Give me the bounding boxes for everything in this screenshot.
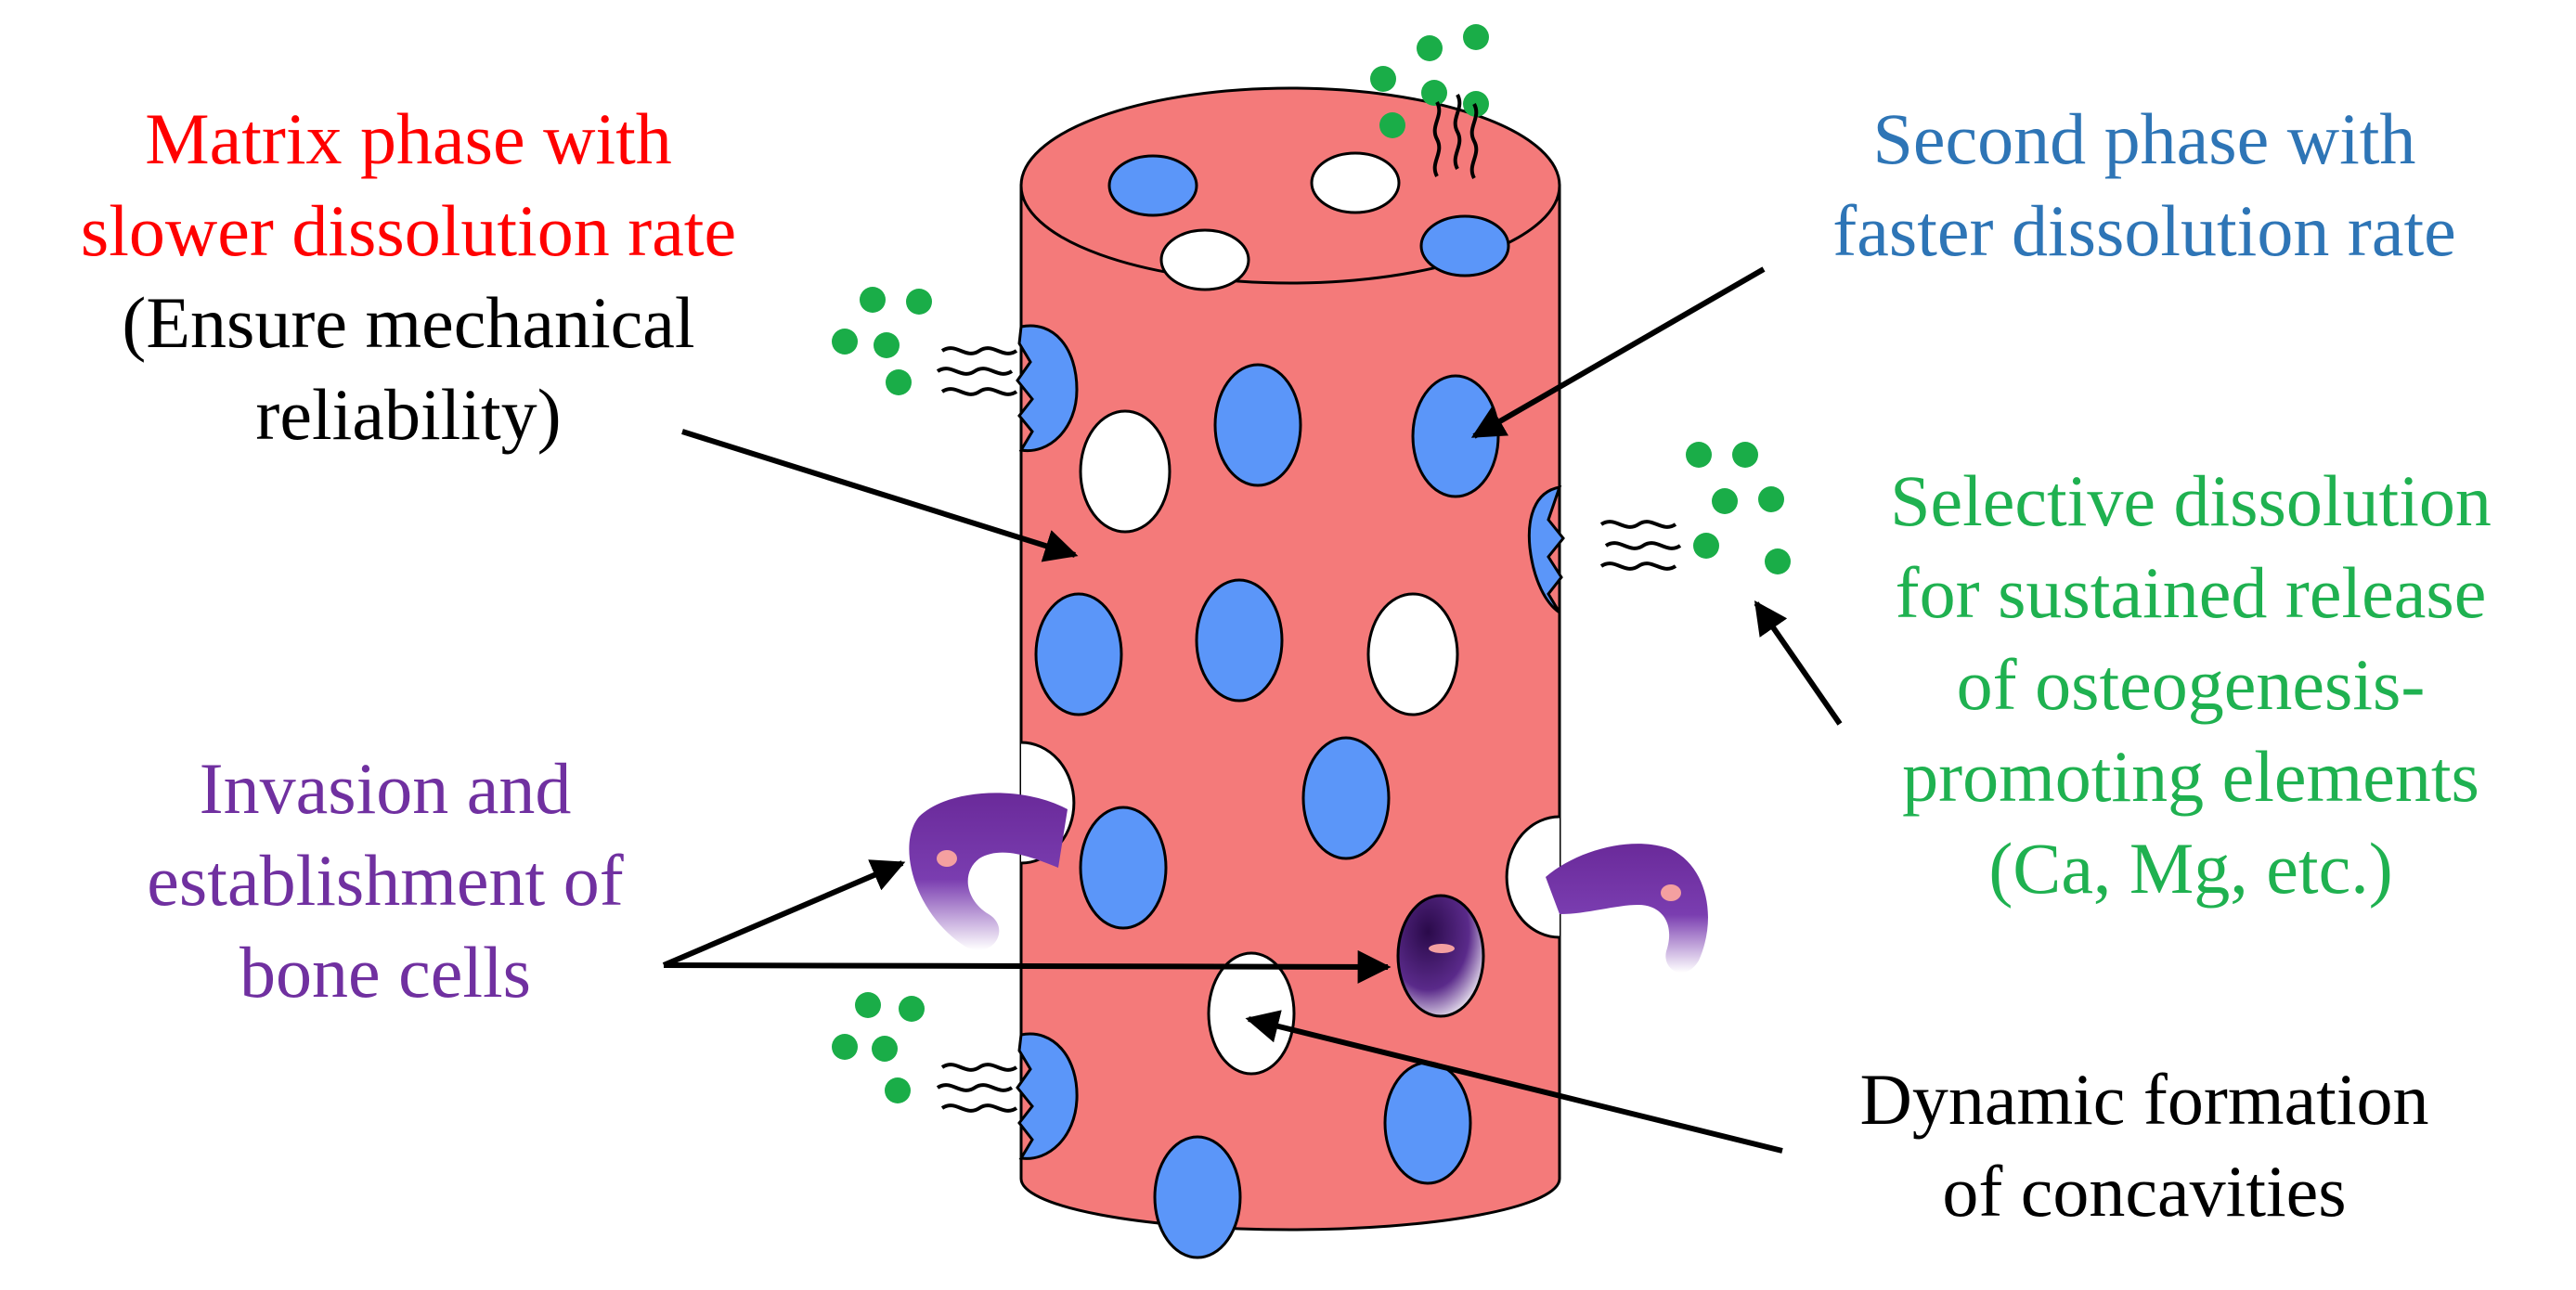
selective-label-line: for sustained release bbox=[1895, 552, 2487, 634]
cylinder-scaffold bbox=[1016, 86, 1565, 1259]
second-phase-label-line: Second phase with bbox=[1872, 98, 2416, 179]
selective-label-line: promoting elements bbox=[1902, 736, 2479, 818]
invasion-label-line: bone cells bbox=[239, 932, 532, 1013]
bone-cell-icon bbox=[1396, 894, 1485, 1018]
second-phase-label: Second phase with faster dissolution rat… bbox=[1745, 93, 2544, 277]
invasion-label-line: Invasion and bbox=[199, 748, 572, 829]
invasion-label-line: establishment of bbox=[147, 840, 624, 922]
wavy-dissolution-icon bbox=[936, 94, 1682, 1113]
bone-cell-icon bbox=[1546, 844, 1708, 974]
selective-label-line: of osteogenesis- bbox=[1956, 644, 2426, 726]
selective-label-line: Selective dissolution bbox=[1890, 460, 2492, 541]
arrow-concavity bbox=[1245, 1010, 1783, 1154]
pore-top bbox=[1310, 151, 1401, 214]
second-phase-label-line: faster dissolution rate bbox=[1832, 190, 2456, 272]
selective-label-line: (Ca, Mg, etc.) bbox=[1988, 828, 2393, 909]
matrix-label-line: (Ensure mechanical bbox=[122, 282, 695, 364]
selective-dissolution-label: Selective dissolution for sustained rele… bbox=[1819, 455, 2562, 914]
dynamic-label-line: of concavities bbox=[1942, 1151, 2347, 1232]
arrow-selective bbox=[1754, 600, 1843, 726]
bone-cell-icon bbox=[909, 793, 1068, 950]
arrows bbox=[662, 266, 1843, 1154]
matrix-label-line: slower dissolution rate bbox=[80, 190, 737, 272]
dynamic-label-line: Dynamic formation bbox=[1859, 1059, 2429, 1140]
second-phase-top bbox=[1419, 214, 1510, 277]
bone-cell-invasion-label: Invasion and establishment of bone cells bbox=[88, 742, 682, 1018]
arrow-invasion-external bbox=[662, 859, 906, 968]
arrow-invasion-internal bbox=[663, 949, 1392, 984]
arrow-second-phase bbox=[1470, 266, 1766, 439]
pore-top bbox=[1159, 228, 1250, 291]
arrow-matrix bbox=[681, 429, 1079, 562]
concavity-formation-label: Dynamic formation of concavities bbox=[1745, 1053, 2544, 1237]
ion-particles bbox=[832, 24, 1791, 1103]
matrix-phase-label: Matrix phase with slower dissolution rat… bbox=[19, 93, 798, 460]
second-phase-top bbox=[1107, 154, 1198, 217]
matrix-label-line: Matrix phase with bbox=[145, 98, 672, 179]
matrix-label-line: reliability) bbox=[255, 374, 562, 456]
